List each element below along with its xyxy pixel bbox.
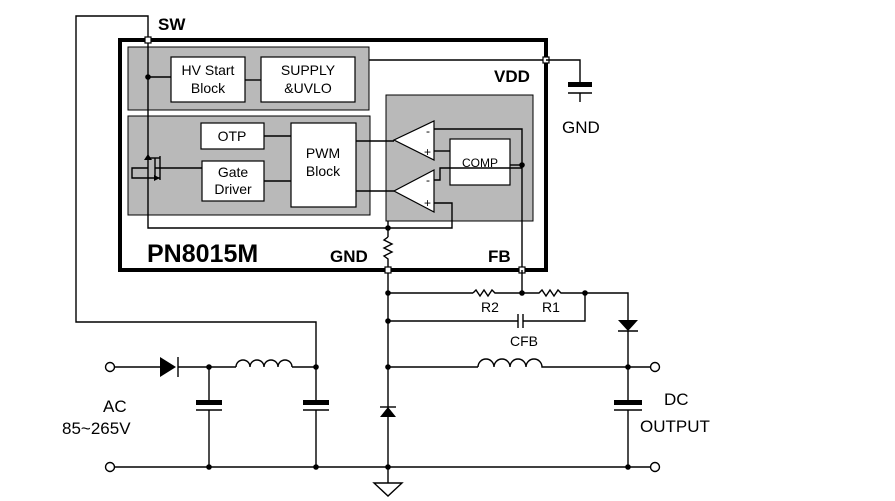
pwm-line1: PWM [306,145,340,161]
pin-vdd-label: VDD [494,67,530,86]
comparator-lower-minus: - [426,173,430,187]
gate-driver-line1: Gate [218,164,249,180]
comparator-lower-plus: + [424,196,431,210]
ac-terminal-top [104,361,116,373]
hv-start-block [170,56,246,103]
ac-voltage-label: 85~265V [62,419,131,438]
supply-line2: &UVLO [284,80,332,96]
input-diode-icon [160,357,176,377]
gate-driver-line2: Driver [214,181,252,197]
pin-gnd-label: GND [330,247,368,266]
vdd-wire [546,59,581,82]
r1-label: R1 [542,299,560,315]
internal-wiring [131,40,546,270]
fb-diode-icon [618,320,638,331]
dc-terminal-top [649,361,661,373]
pwm-line2: Block [306,163,341,179]
mosfet-icon [144,154,161,181]
freewheel-diode-icon [380,407,396,417]
cfb-label: CFB [510,333,538,349]
comparator-upper-plus: + [424,145,431,159]
ac-label: AC [103,397,127,416]
junction-dot [145,74,151,80]
ground-icon [372,467,404,497]
input-capacitor-1-icon [196,400,222,405]
feedback-network [387,270,650,467]
comparator-upper [392,120,435,161]
input-capacitor-2-icon [303,400,329,405]
pin-sw-label: SW [158,15,186,34]
r2-label: R2 [481,299,499,315]
pin-gnd [384,266,392,274]
comp-label: COMP [462,156,498,170]
hv-start-line2: Block [191,80,226,96]
comparator-lower [392,169,435,213]
pwm-block [290,122,357,208]
ic-package [118,38,548,272]
otp-label: OTP [218,128,247,144]
output-capacitor-icon [614,400,642,405]
output-capacitor-plate [614,409,642,467]
vdd-capacitor-plate [568,92,592,102]
dc-terminal-bottom [649,461,661,473]
otp-block [200,122,265,150]
ac-terminal-bottom [104,461,116,473]
dc-label: DC [664,390,689,409]
vdd-capacitor-icon [568,82,592,87]
pin-fb-label: FB [488,247,511,266]
pin-sw [144,36,152,44]
junction-dots [206,225,631,470]
sense-resistor-icon [382,236,394,270]
vdd-cap-gnd-label: GND [562,118,600,137]
comparator-upper-minus: - [426,124,430,138]
supply-line1: SUPPLY [281,62,336,78]
sw-wire [75,15,317,367]
output-inductor-icon [477,358,544,368]
gate-driver-block [201,160,265,202]
input-inductor-icon [235,359,293,368]
dc-output-label: OUTPUT [640,417,710,436]
hv-start-line1: HV Start [182,62,235,78]
junction-dot [519,162,525,168]
ic-name: PN8015M [147,240,258,268]
comp-block [449,138,511,186]
